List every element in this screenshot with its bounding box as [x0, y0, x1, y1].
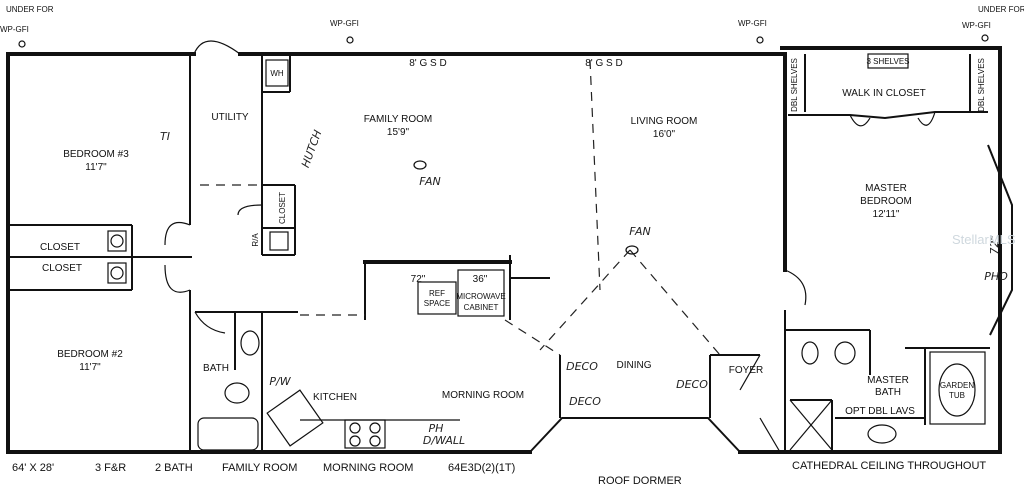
sgd-right-label: 8' G S D	[585, 58, 622, 69]
fixtures	[107, 160, 856, 451]
master-bath-label-1: MASTER	[867, 375, 909, 386]
walk-in-closet-label: WALK IN CLOSET	[842, 88, 926, 99]
bath-label: BATH	[203, 363, 229, 374]
fan-note-family: FAN	[419, 175, 440, 188]
size72-note: 72"	[988, 235, 1001, 254]
footer-ceiling: CATHEDRAL CEILING THROUGHOUT	[792, 460, 986, 472]
dwall-note: D/WALL	[423, 434, 465, 447]
footer-bath: 2 BATH	[155, 462, 193, 474]
bedroom2-name: BEDROOM #2	[57, 349, 123, 360]
microwave-label-2: CABINET	[464, 303, 499, 312]
footer-model: 64E3D(2)(1T)	[448, 462, 515, 474]
family-room-size: 15'9"	[387, 127, 410, 138]
master-bath-label-2: BATH	[875, 387, 901, 398]
interior-walls	[8, 52, 990, 452]
ra-label: R/A	[251, 233, 260, 247]
dashed-lines	[200, 59, 721, 356]
deco-note-1: DECO	[566, 360, 598, 373]
ref-width-label: 72"	[411, 274, 426, 285]
room-labels: 8' G S D 8' G S D BEDROOM #3 11'7" UTILI…	[40, 57, 986, 417]
footer-fr: 3 F&R	[95, 462, 126, 474]
three-shelves-label: 3 SHELVES	[867, 57, 910, 66]
garden-tub-label-2: TUB	[949, 391, 965, 400]
sgd-left-label: 8' G S D	[409, 58, 446, 69]
kitchen-label: KITCHEN	[313, 392, 357, 403]
footer-morning: MORNING ROOM	[323, 462, 413, 474]
ref-label-1: REF	[429, 289, 445, 298]
wp-gfi-family-label: WP-GFI	[330, 19, 359, 28]
closet-1-label: CLOSET	[40, 242, 80, 253]
garden-tub-label-1: GARDEN	[940, 381, 974, 390]
pw-note: P/W	[269, 375, 291, 388]
ti-note: TI	[160, 130, 170, 143]
wp-gfi-right-label: WP-GFI	[962, 21, 991, 30]
living-room-size: 16'0"	[653, 129, 676, 140]
bedroom2-size: 11'7"	[79, 362, 101, 373]
foyer-label: FOYER	[729, 365, 763, 376]
ph-note: PH	[429, 422, 444, 435]
morning-room-label: MORNING ROOM	[442, 390, 524, 401]
dbl-shelves-left-label: DBL SHELVES	[790, 58, 799, 112]
living-room-name: LIVING ROOM	[631, 116, 698, 127]
bedroom3-size: 11'7"	[85, 162, 107, 173]
opt-dbl-lavs-label: OPT DBL LAVS	[845, 406, 915, 417]
footer-dormer: ROOF DORMER	[598, 475, 682, 485]
closet-2-label: CLOSET	[42, 263, 82, 274]
footer-family: FAMILY ROOM	[222, 462, 297, 474]
wp-gfi-living-label: WP-GFI	[738, 19, 767, 28]
bedroom3-name: BEDROOM #3	[63, 149, 129, 160]
master-bedroom-size: 12'11"	[873, 209, 900, 220]
outlets: UNDER FOR WP-GFI WP-GFI WP-GFI UNDER FOR…	[0, 5, 1024, 48]
utility-label: UTILITY	[211, 112, 249, 123]
fan-note-living: FAN	[629, 225, 650, 238]
hutch-note: HUTCH	[299, 128, 325, 169]
dbl-shelves-right-label: DBL SHELVES	[977, 58, 986, 112]
under-for-right-label: UNDER FOR	[978, 5, 1024, 14]
microwave-label-1: MICROWAVE	[456, 292, 505, 301]
dining-label: DINING	[617, 360, 652, 371]
wh-label: WH	[270, 69, 284, 78]
family-room-name: FAMILY ROOM	[364, 114, 433, 125]
microwave-width-label: 36"	[473, 274, 488, 285]
deco-note-2: DECO	[569, 395, 601, 408]
pho-note: PHO	[984, 270, 1008, 283]
wp-gfi-left-label: WP-GFI	[0, 25, 29, 34]
utility-closet-label: CLOSET	[278, 192, 287, 224]
footer: 64' X 28' 3 F&R 2 BATH FAMILY ROOM MORNI…	[12, 460, 986, 485]
outer-walls	[6, 46, 1013, 454]
watermark-text: StellarMLS	[952, 232, 1016, 247]
ref-label-2: SPACE	[424, 299, 451, 308]
master-bedroom-name-1: MASTER	[865, 183, 907, 194]
deco-note-3: DECO	[676, 378, 708, 391]
footer-dims: 64' X 28'	[12, 462, 54, 474]
door-swings	[164, 40, 936, 453]
master-bedroom-name-2: BEDROOM	[860, 196, 912, 207]
under-for-left-label: UNDER FOR	[6, 5, 54, 14]
